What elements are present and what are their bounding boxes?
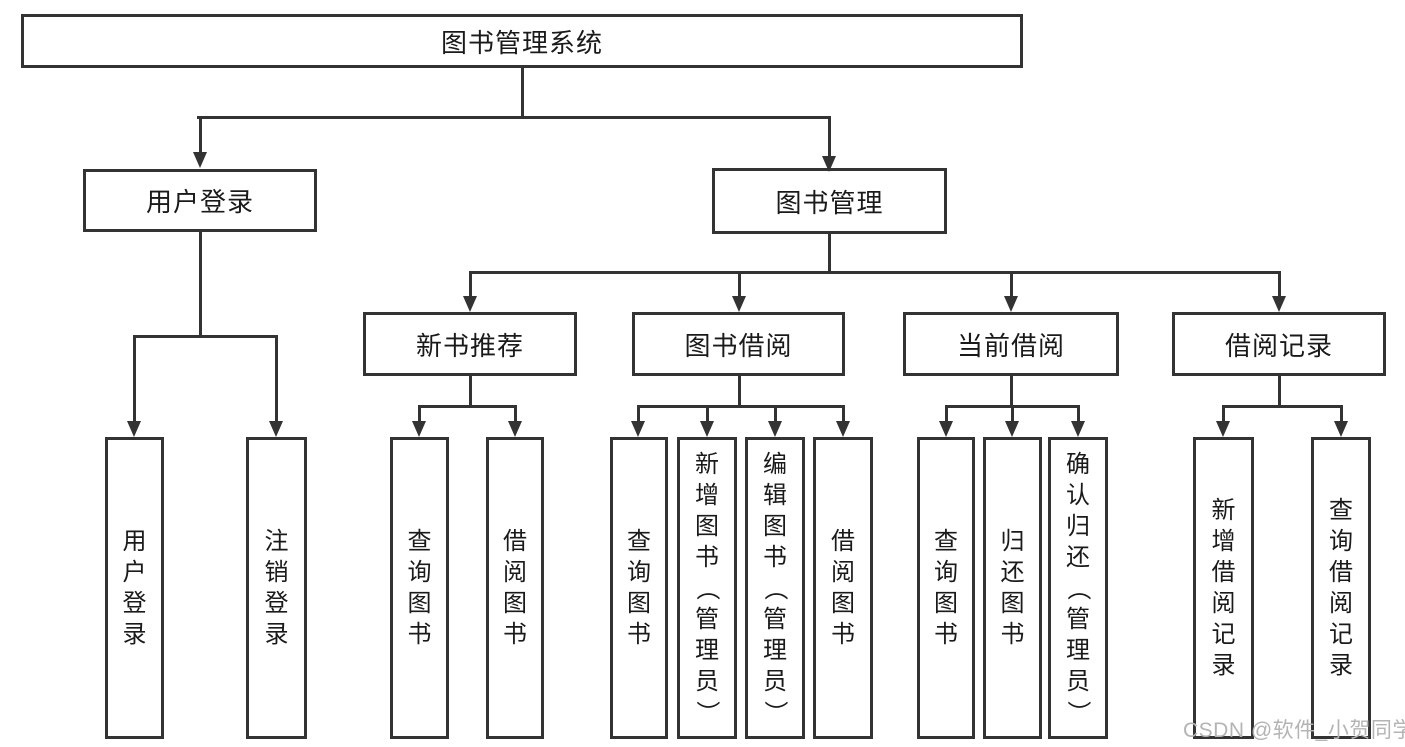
connector-line	[468, 270, 1281, 274]
arrow-down-icon	[462, 296, 477, 312]
connector-line	[275, 334, 278, 422]
leaf-cb-confirm-return-admin: 确认归还（管理员）	[1048, 437, 1108, 739]
connector-line	[841, 404, 845, 422]
leaf-br-query-record: 查询借阅记录	[1311, 437, 1371, 739]
connector-line	[944, 404, 948, 422]
leaf-label: 查询图书	[407, 528, 432, 648]
leaf-label: 注销登录	[264, 528, 289, 648]
leaf-label: 用户登录	[122, 528, 147, 648]
connector-line	[705, 404, 709, 422]
leaf-label: 借阅图书	[503, 528, 527, 648]
connector-line	[637, 404, 845, 408]
arrow-down-icon	[835, 421, 850, 437]
leaf-bb-edit-book-admin: 编辑图书（管理员）	[745, 437, 805, 739]
connector-line	[1009, 376, 1013, 406]
connector-line	[637, 404, 640, 422]
node-label: 借阅记录	[1224, 330, 1333, 361]
arrow-down-icon	[1003, 296, 1018, 312]
connector-line	[737, 376, 741, 406]
arrow-down-icon	[1005, 421, 1019, 437]
node-book-borrowing: 图书借阅	[632, 312, 845, 376]
node-label: 图书管理	[775, 187, 884, 218]
connector-line	[418, 404, 421, 422]
csdn-watermark: CSDN @软件_小贺同学	[1183, 719, 1405, 742]
connector-line	[418, 404, 517, 408]
connector-line	[1339, 404, 1343, 422]
leaf-label: 新增借阅记录	[1211, 497, 1236, 679]
arrow-down-icon	[1216, 421, 1230, 437]
arrow-down-icon	[1271, 296, 1286, 312]
connector-line	[828, 116, 831, 157]
node-user-login: 用户登录	[83, 169, 317, 232]
node-label: 图书管理系统	[440, 27, 603, 58]
leaf-label: 查询图书	[627, 528, 651, 648]
arrow-down-icon	[699, 421, 714, 437]
leaf-bb-borrow-book: 借阅图书	[813, 437, 873, 739]
leaf-cb-query-book: 查询图书	[917, 437, 975, 739]
leaf-nb-query-book: 查询图书	[390, 437, 449, 739]
node-label: 新书推荐	[415, 330, 524, 361]
connector-line	[513, 404, 517, 422]
arrow-down-icon	[507, 421, 522, 437]
connector-line	[133, 334, 136, 422]
arrow-down-icon	[192, 152, 207, 168]
leaf-label: 借阅图书	[831, 528, 855, 648]
connector-line	[737, 270, 741, 297]
connector-line	[1222, 404, 1225, 422]
arrow-down-icon	[269, 421, 283, 437]
node-book-management: 图书管理	[712, 168, 947, 234]
leaf-label: 查询借阅记录	[1329, 497, 1353, 679]
node-label: 图书借阅	[684, 330, 793, 361]
leaf-label: 编辑图书（管理员）	[761, 450, 789, 725]
connector-line	[1009, 270, 1013, 297]
node-label: 用户登录	[145, 187, 254, 217]
connector-line	[468, 270, 472, 297]
connector-line	[197, 116, 831, 119]
arrow-down-icon	[938, 421, 953, 437]
arrow-down-icon	[127, 421, 141, 437]
node-new-book-recommendation: 新书推荐	[363, 312, 577, 376]
connector-line	[198, 232, 202, 336]
leaf-label: 归还图书	[1000, 528, 1025, 648]
connector-line	[468, 376, 472, 406]
arrow-down-icon	[767, 421, 782, 437]
leaf-user-login: 用户登录	[105, 437, 164, 739]
connector-line	[1222, 404, 1343, 408]
arrow-down-icon	[1333, 421, 1348, 437]
connector-line	[828, 234, 831, 272]
connector-line	[1011, 404, 1014, 422]
node-borrowing-records: 借阅记录	[1172, 312, 1386, 376]
arrow-down-icon	[822, 156, 836, 172]
connector-line	[1076, 404, 1080, 422]
leaf-br-add-record: 新增借阅记录	[1193, 437, 1254, 739]
connector-line	[1277, 376, 1281, 406]
connector-line	[773, 404, 777, 422]
connector-line	[1277, 270, 1281, 297]
leaf-label: 查询图书	[934, 528, 958, 648]
leaf-logout: 注销登录	[246, 437, 307, 739]
arrow-down-icon	[1070, 421, 1085, 437]
connector-line	[133, 334, 278, 338]
connector-line	[198, 116, 202, 153]
node-current-borrowing: 当前借阅	[903, 312, 1119, 376]
arrow-down-icon	[731, 296, 746, 312]
leaf-bb-add-book-admin: 新增图书（管理员）	[677, 437, 737, 739]
node-library-management-system: 图书管理系统	[21, 14, 1023, 68]
leaf-nb-borrow-book: 借阅图书	[486, 437, 544, 739]
connector-line	[520, 68, 524, 118]
leaf-label: 确认归还（管理员）	[1064, 450, 1092, 725]
leaf-bb-query-book: 查询图书	[610, 437, 668, 739]
leaf-cb-return-book: 归还图书	[983, 437, 1042, 739]
arrow-down-icon	[631, 421, 645, 437]
arrow-down-icon	[412, 421, 426, 437]
node-label: 当前借阅	[956, 330, 1065, 361]
leaf-label: 新增图书（管理员）	[693, 450, 721, 725]
